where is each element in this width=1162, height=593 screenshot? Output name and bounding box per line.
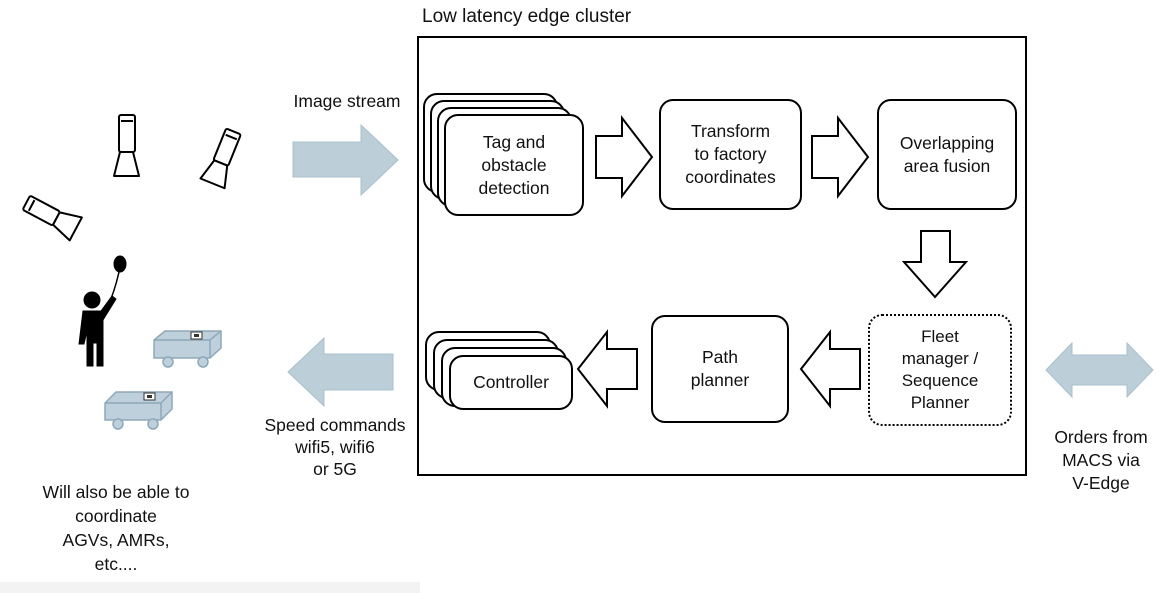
coordinate-note: Will also be able to coordinate AGVs, AM… [42, 482, 190, 574]
bottom-edge-strip [0, 582, 420, 593]
camera-icon [199, 128, 242, 190]
agv-vehicle-icon [104, 391, 173, 430]
arrow-path-to-controller [576, 329, 638, 409]
detection-box: Tag and obstacle detection [444, 114, 584, 216]
orders-double-arrow [1045, 341, 1154, 399]
image-stream-label: Image stream [293, 91, 401, 111]
speed-commands-arrow [287, 336, 394, 408]
controller-box: Controller [449, 355, 573, 410]
path-planner-box: Path planner [651, 315, 789, 423]
arrow-fleet-to-path [799, 329, 861, 409]
camera-icon [113, 114, 140, 177]
agv-vehicle-icon [153, 330, 222, 368]
transform-box: Transform to factory coordinates [659, 99, 802, 210]
arrow-fusion-to-fleet [901, 230, 969, 299]
speed-commands-label: Speed commands wifi5, wifi6 or 5G [264, 415, 406, 479]
arrow-detection-to-transform [595, 115, 654, 199]
edge-cluster-box [417, 36, 1027, 476]
orders-label: Orders from MACS via V-Edge [1054, 427, 1148, 493]
image-stream-arrow [292, 123, 399, 197]
fusion-box: Overlapping area fusion [877, 99, 1017, 210]
camera-icon [22, 195, 83, 242]
person-with-balloon-icon [78, 255, 127, 367]
arrow-transform-to-fusion [811, 115, 870, 199]
fleet-manager-box: Fleet manager / Sequence Planner [868, 314, 1012, 426]
cluster-title: Low latency edge cluster [422, 6, 632, 27]
